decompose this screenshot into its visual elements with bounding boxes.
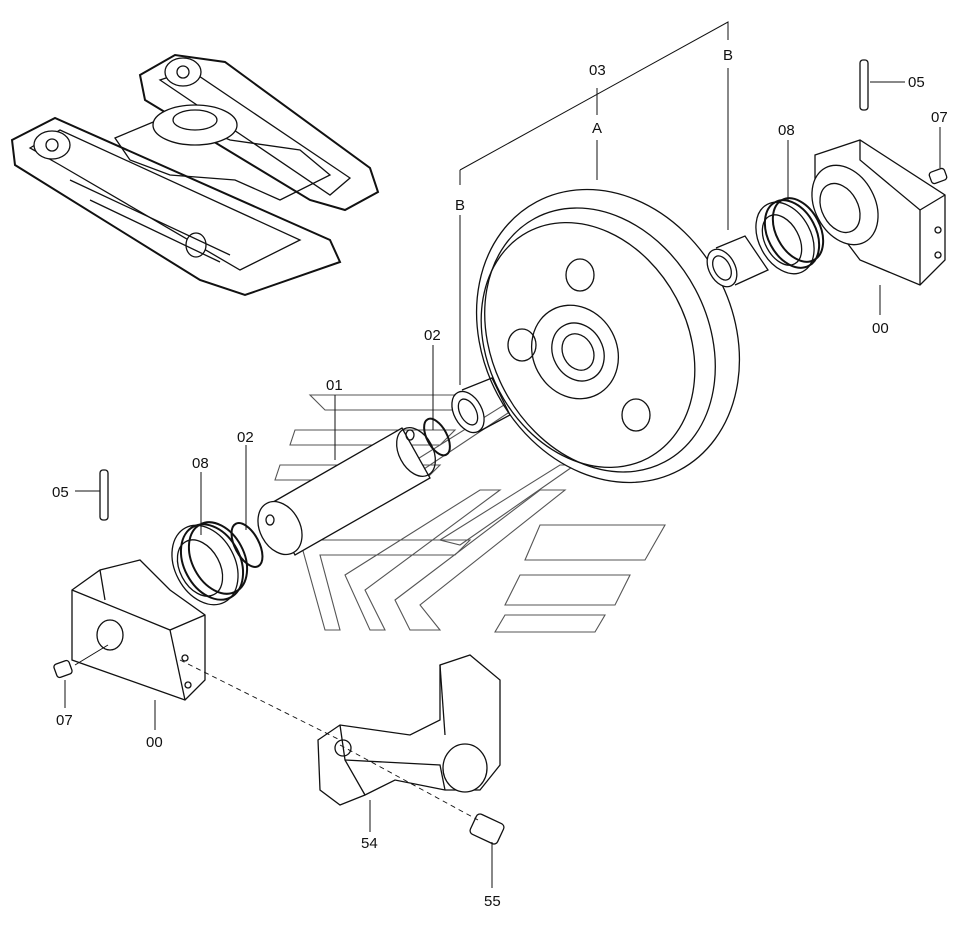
- reference-lines: [459, 21, 729, 385]
- label-02-lower: 02: [237, 429, 254, 446]
- bolt: [179, 659, 505, 845]
- leader-lines: [64, 81, 941, 888]
- support-right: [811, 139, 946, 286]
- label-01: 01: [326, 377, 343, 394]
- label-02-upper: 02: [424, 327, 441, 344]
- label-b-left: B: [455, 197, 465, 214]
- bracket: [317, 654, 501, 806]
- bushing-left: [451, 377, 511, 434]
- shaft: [257, 427, 436, 556]
- label-55: 55: [484, 893, 501, 910]
- support-left: [71, 559, 206, 701]
- floating-seal-left: [171, 521, 249, 606]
- pin-left: [99, 469, 109, 521]
- label-00-left: 00: [146, 734, 163, 751]
- label-b-right: B: [723, 47, 733, 64]
- label-08-right: 08: [778, 122, 795, 139]
- o-ring-left: [230, 522, 264, 568]
- label-08-left: 08: [192, 455, 209, 472]
- plug-right: [928, 167, 948, 185]
- floating-seal-right: [755, 197, 825, 275]
- track-frame-overview: [10, 53, 380, 297]
- idler-wheel: [475, 188, 741, 484]
- o-ring-right: [423, 417, 451, 457]
- pin-right: [859, 59, 869, 111]
- plug-left: [53, 644, 109, 679]
- bushing-right: [706, 235, 769, 288]
- label-07-left: 07: [56, 712, 73, 729]
- label-07-right: 07: [931, 109, 948, 126]
- label-00-right: 00: [872, 320, 889, 337]
- part-labels: 03 A B B 05 07 08 00 02 01 02 08 05 07 0…: [52, 47, 948, 910]
- label-03: 03: [589, 62, 606, 79]
- label-54: 54: [361, 835, 378, 852]
- label-05-right: 05: [908, 74, 925, 91]
- label-05-left: 05: [52, 484, 69, 501]
- label-a: A: [592, 120, 602, 137]
